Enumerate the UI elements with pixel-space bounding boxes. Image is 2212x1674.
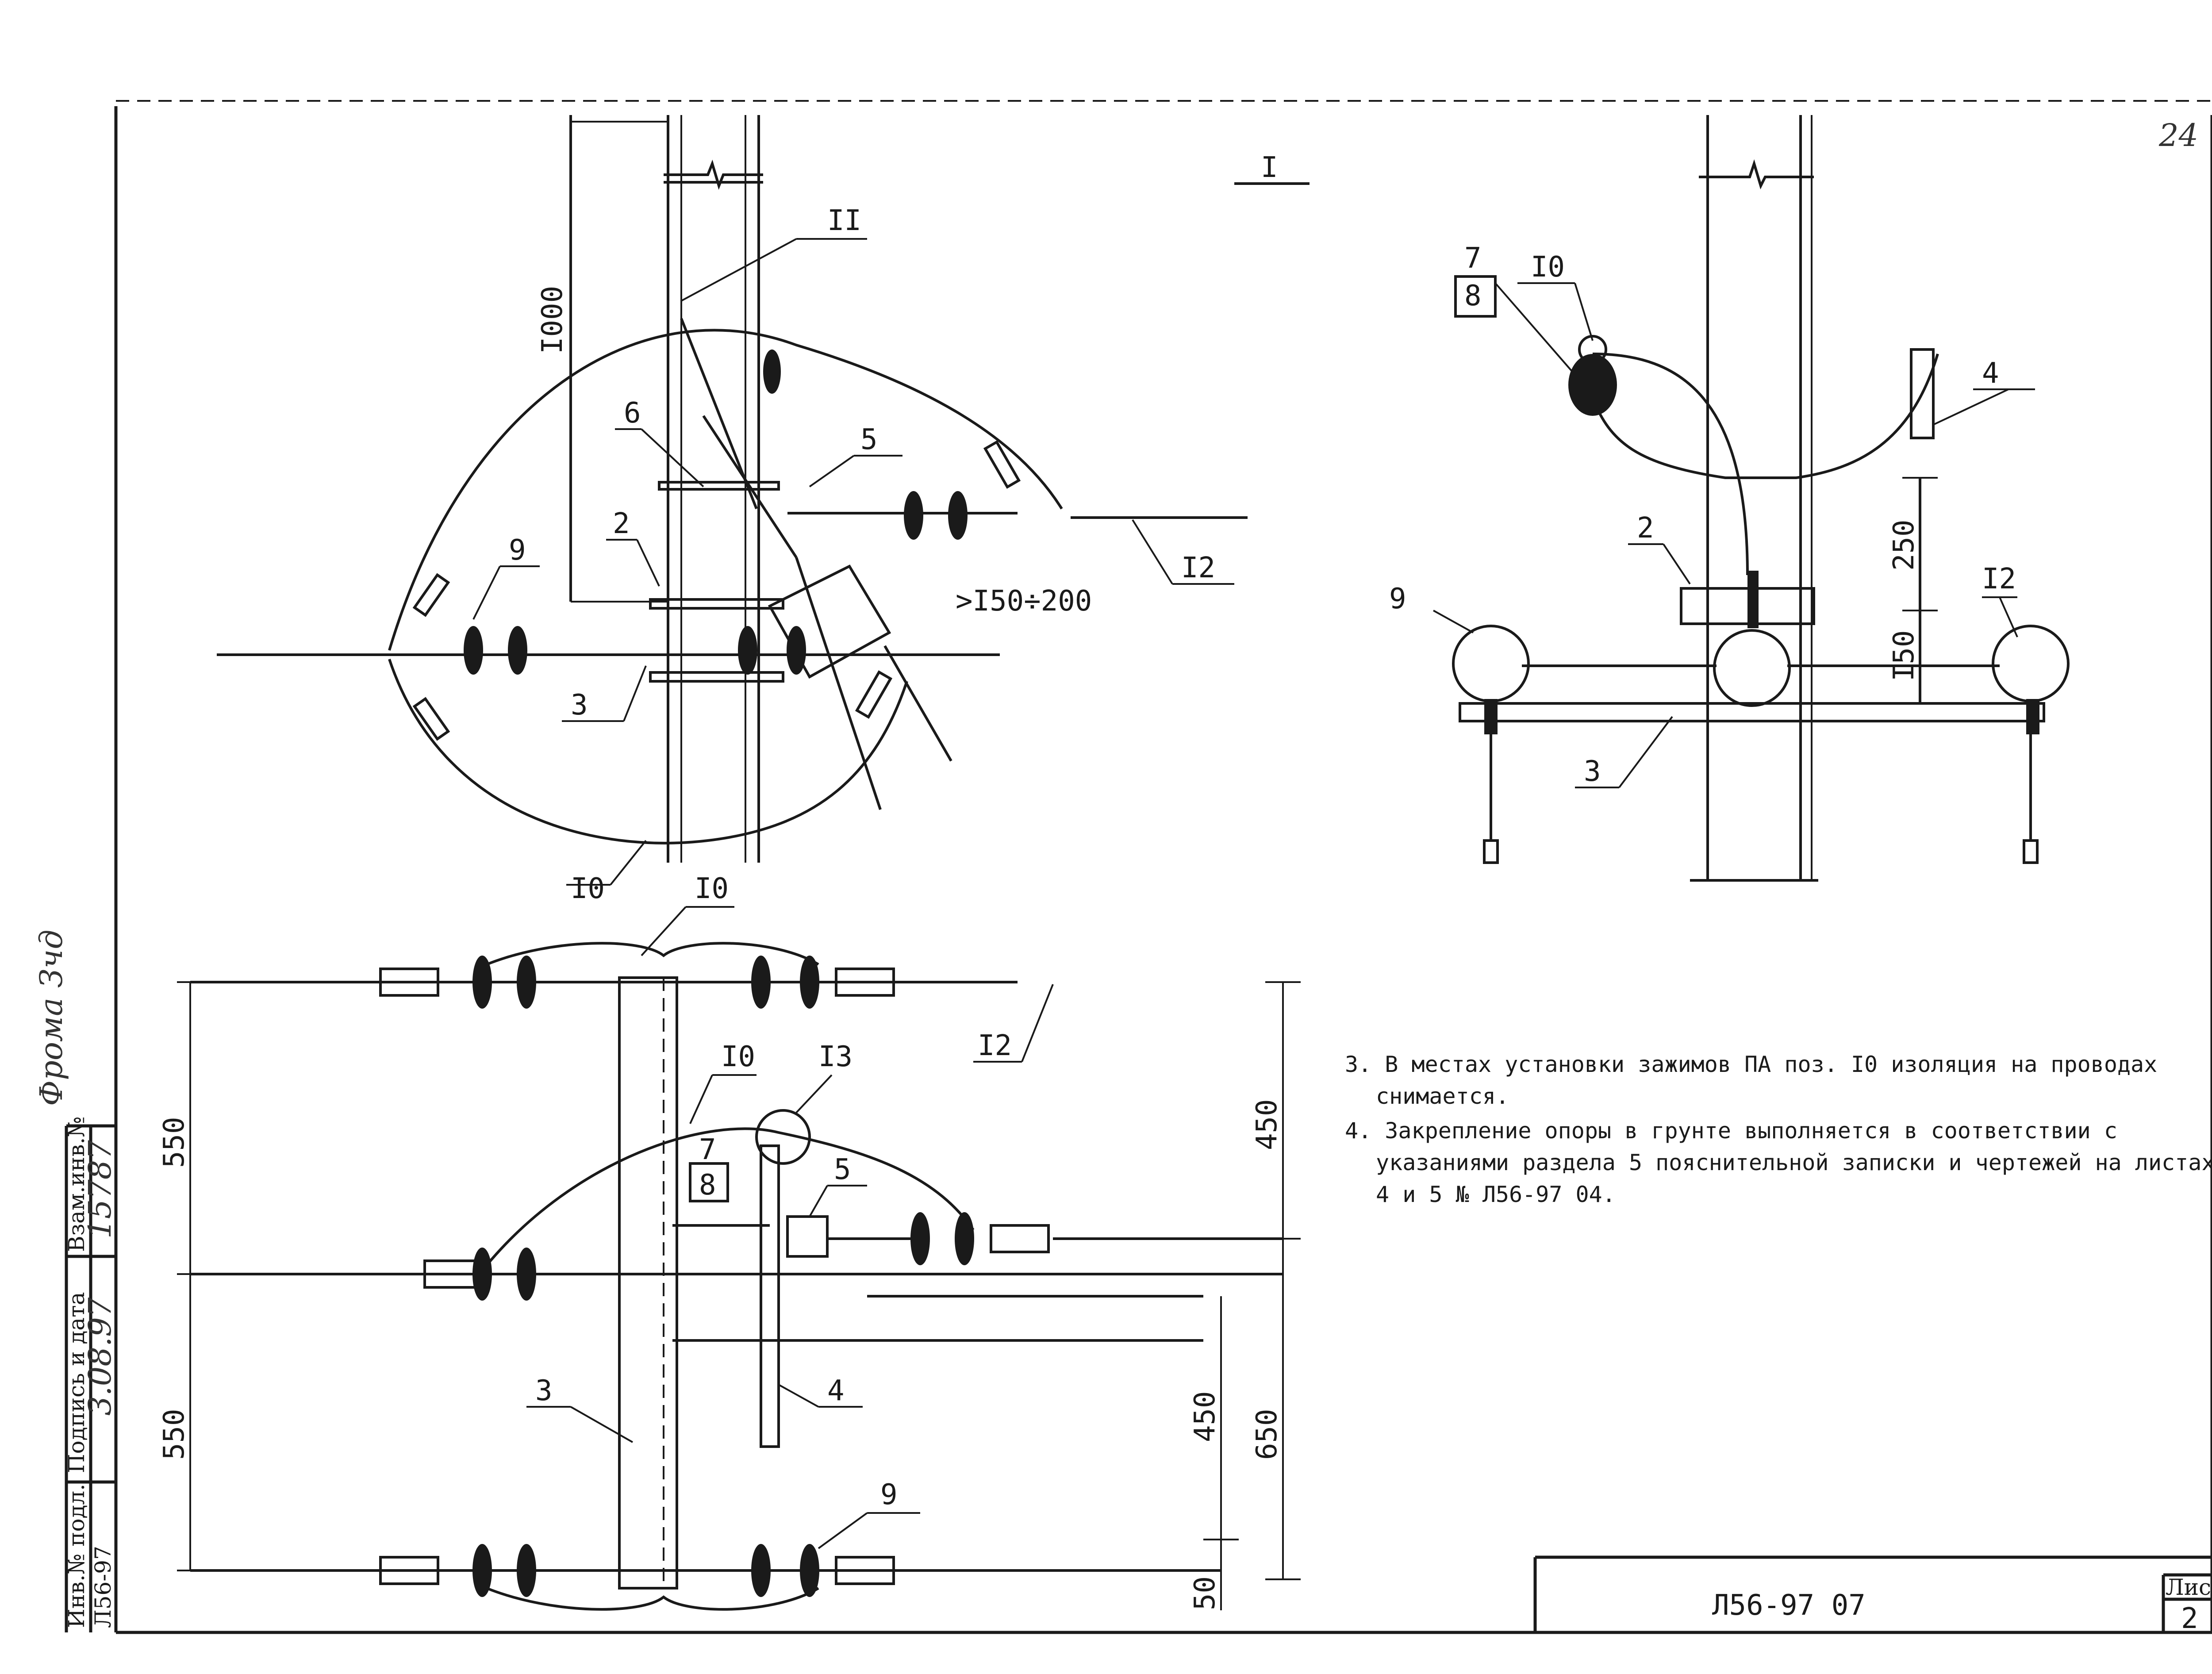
col-podpis-data: Подпись и дата	[64, 1292, 89, 1473]
callout-9: 9	[1389, 583, 1406, 615]
callout-I0-mid: I0	[721, 1040, 755, 1073]
dim-450-inner: 450	[1189, 1391, 1221, 1442]
dim-650: 650	[1251, 1409, 1283, 1460]
callout-I2: I2	[978, 1029, 1012, 1062]
callout-I3: I3	[818, 1040, 853, 1073]
callout-7: 7	[1464, 242, 1482, 275]
callout-3: 3	[571, 689, 588, 722]
dim-50: 50	[1189, 1576, 1221, 1610]
callout-5: 5	[834, 1153, 851, 1186]
callout-I2: I2	[1181, 552, 1215, 584]
col-inv-podl: Инв.№ подл.	[64, 1484, 89, 1628]
handwritten-signature: Фрома Зчд	[33, 929, 69, 1106]
svg-text:I: I	[1261, 151, 1278, 184]
callout-II: II	[827, 204, 861, 237]
side-stamp-panel: Инв.№ подл. Подпись и дата Взам.инв.№ Л5…	[33, 929, 118, 1632]
handwritten-page-number: 24	[2158, 117, 2198, 154]
date-value: 3.08.97	[82, 1297, 118, 1416]
sheet-label: Лист	[2166, 1574, 2212, 1600]
dim-450-right: 450	[1251, 1099, 1283, 1150]
callout-4: 4	[827, 1375, 845, 1407]
callout-3: 3	[535, 1375, 553, 1407]
dim-I000: I000	[536, 286, 569, 354]
section-label: I	[1234, 151, 1310, 185]
vzam-value: 15787	[82, 1140, 118, 1239]
dim-550-top: 550	[158, 1117, 191, 1168]
dim-I50: I50	[1888, 630, 1920, 681]
callout-5: 5	[860, 423, 878, 456]
bottom-plan-view: 550 550 450 650 450 50 I0 I2 I0 I3 7 8 5…	[158, 872, 1301, 1611]
callout-8: 8	[1464, 280, 1482, 312]
callout-8: 8	[699, 1169, 716, 1202]
callout-3: 3	[1584, 755, 1601, 788]
top-left-view: I000	[217, 115, 1248, 905]
title-block: Л56-97 07 Лист 2	[1533, 1555, 2212, 1635]
dim-550-bottom: 550	[158, 1409, 191, 1460]
sheet-frame	[114, 100, 2212, 1634]
dim-250: 250	[1888, 519, 1920, 571]
col-vzam-inv: Взам.инв.№	[64, 1116, 89, 1252]
callout-9: 9	[880, 1478, 898, 1511]
doc-number: Л56-97 07	[1712, 1589, 1866, 1622]
callout-I0: I0	[571, 872, 605, 905]
callout-4: 4	[1982, 357, 1999, 390]
callout-I0-top: I0	[695, 872, 729, 905]
doc-code-value: Л56-97	[90, 1546, 116, 1628]
dim-offset: >I50÷200	[956, 585, 1092, 618]
notes-block: 3. В местах установки зажимов ПА поз. I0…	[1345, 1048, 2212, 1213]
callout-2: 2	[1637, 512, 1654, 545]
callout-6: 6	[624, 397, 641, 430]
callout-9: 9	[509, 534, 526, 567]
callout-I2: I2	[1982, 563, 2016, 595]
callout-2: 2	[613, 507, 630, 540]
top-right-view: 250 I50 7 8 I0 4 2 9 I2 3	[1389, 115, 2070, 882]
note-4: 4. Закрепление опоры в грунте выполняетс…	[1345, 1118, 2212, 1207]
callout-7: 7	[699, 1133, 716, 1166]
callout-I0: I0	[1531, 251, 1565, 284]
note-3: 3. В местах установки зажимов ПА поз. I0…	[1345, 1052, 2158, 1109]
sheet-number: 2	[2181, 1602, 2198, 1635]
